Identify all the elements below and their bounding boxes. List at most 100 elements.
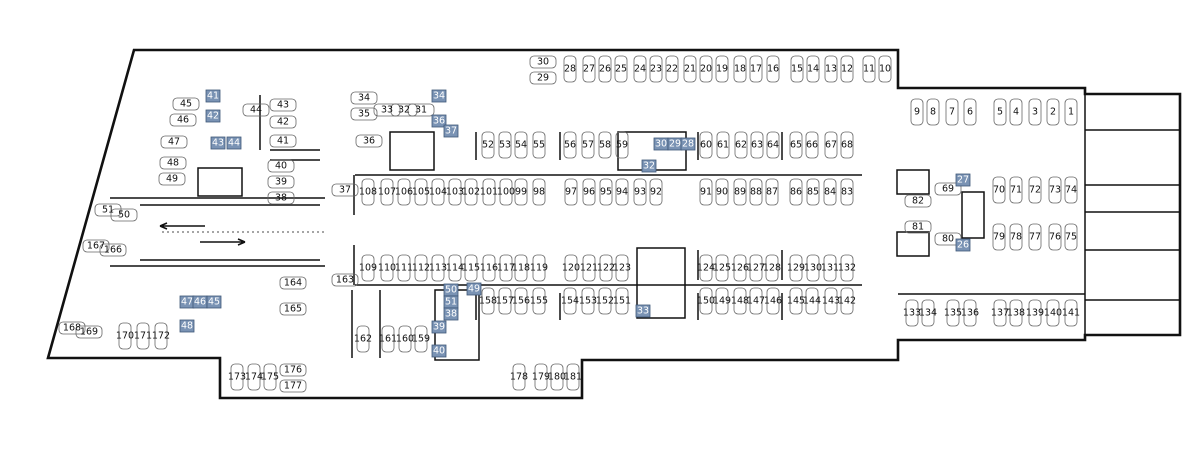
storage-number: 32: [643, 161, 655, 172]
space-number: 53: [499, 140, 511, 151]
space-number: 104: [429, 187, 447, 198]
parked-car: [963, 98, 977, 126]
space-number: 65: [790, 140, 802, 151]
parked-car: [414, 178, 428, 206]
space-number: 154: [561, 296, 579, 307]
storage-number: 43: [212, 138, 224, 149]
space-number: 68: [841, 140, 853, 151]
space-number: 171: [134, 331, 152, 342]
parked-car: [699, 254, 713, 282]
parked-car: [242, 103, 270, 117]
space-number: 16: [767, 64, 779, 75]
space-number: 18: [734, 64, 746, 75]
space-number: 19: [716, 64, 728, 75]
parked-car: [267, 191, 295, 205]
space-number: 56: [564, 140, 576, 151]
parked-car: [331, 273, 359, 287]
storage-number: 38: [445, 309, 457, 320]
parked-car: [514, 178, 528, 206]
space-number: 54: [515, 140, 527, 151]
parked-car: [1009, 98, 1023, 126]
space-number: 101: [480, 187, 498, 198]
parked-car: [615, 254, 629, 282]
space-number: 80: [942, 234, 954, 245]
parked-car: [350, 91, 378, 105]
parked-car: [749, 178, 763, 206]
space-number: 66: [806, 140, 818, 151]
parked-car: [823, 178, 837, 206]
parked-car: [615, 178, 629, 206]
parked-car: [805, 131, 819, 159]
space-number: 93: [634, 187, 646, 198]
parked-car: [279, 302, 307, 316]
space-number: 163: [336, 275, 354, 286]
parked-car: [765, 178, 779, 206]
parked-car: [806, 254, 820, 282]
parked-car: [615, 131, 629, 159]
parked-car: [380, 178, 394, 206]
storage-number: 36: [433, 116, 445, 127]
space-number: 180: [548, 372, 566, 383]
parked-car: [532, 287, 546, 315]
space-number: 161: [379, 334, 397, 345]
storage-unit: [466, 282, 482, 296]
space-number: 139: [1026, 308, 1044, 319]
parked-car: [599, 254, 613, 282]
parked-car: [945, 98, 959, 126]
parked-car: [498, 131, 512, 159]
space-number: 159: [412, 334, 430, 345]
parked-car: [279, 276, 307, 290]
parked-car: [482, 254, 496, 282]
parked-car: [750, 131, 764, 159]
space-number: 152: [596, 296, 614, 307]
space-number: 17: [750, 64, 762, 75]
space-number: 92: [650, 187, 662, 198]
space-number: 137: [991, 308, 1009, 319]
space-number: 41: [277, 136, 289, 147]
parked-car: [361, 178, 375, 206]
storage-number: 37: [445, 126, 457, 137]
space-number: 86: [790, 187, 802, 198]
space-number: 167: [87, 241, 105, 252]
parked-car: [946, 299, 960, 327]
parked-car: [789, 178, 803, 206]
space-number: 28: [564, 64, 576, 75]
space-number: 72: [1029, 185, 1041, 196]
space-number: 40: [275, 161, 287, 172]
parked-car: [269, 134, 297, 148]
space-number: 46: [177, 115, 189, 126]
space-number: 75: [1065, 232, 1077, 243]
space-number: 70: [993, 185, 1005, 196]
parked-car: [534, 363, 548, 391]
space-number: 178: [510, 372, 528, 383]
parked-car: [733, 55, 747, 83]
parked-car: [464, 254, 478, 282]
space-number: 118: [512, 263, 530, 274]
parked-car: [269, 98, 297, 112]
space-number: 122: [597, 263, 615, 274]
space-number: 79: [993, 232, 1005, 243]
storage-unit: [179, 319, 195, 333]
parked-car: [158, 172, 186, 186]
space-number: 77: [1029, 232, 1041, 243]
storage-unit: [431, 344, 447, 358]
parked-car: [564, 254, 578, 282]
storage-number: 29: [669, 139, 681, 150]
space-number: 165: [284, 304, 302, 315]
space-number: 6: [967, 107, 973, 118]
parked-car: [563, 287, 577, 315]
space-number: 26: [599, 64, 611, 75]
space-number: 58: [599, 140, 611, 151]
space-number: 78: [1010, 232, 1022, 243]
parked-car: [1064, 176, 1078, 204]
parked-car: [481, 287, 495, 315]
parked-car: [733, 287, 747, 315]
space-number: 5: [997, 107, 1003, 118]
space-number: 85: [807, 187, 819, 198]
parked-car: [58, 321, 86, 335]
parked-car: [1064, 223, 1078, 251]
parked-car: [840, 287, 854, 315]
parked-car: [532, 131, 546, 159]
parked-car: [532, 178, 546, 206]
space-number: 13: [825, 64, 837, 75]
